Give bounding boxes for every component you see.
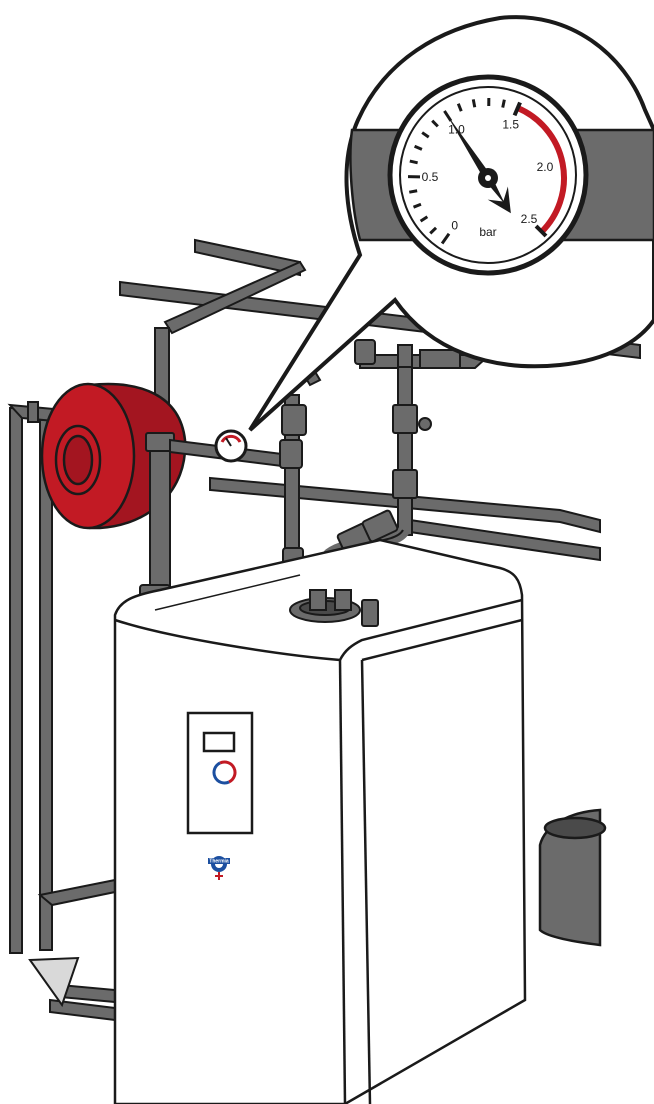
- gauge-tick: [473, 99, 474, 107]
- gauge-unit-label: bar: [479, 225, 496, 239]
- gauge-tick: [503, 100, 505, 108]
- tick-label-0: 0: [451, 219, 458, 233]
- heat-pump-cabinet: [115, 540, 525, 1104]
- tick-label-1-5: 1.5: [502, 118, 519, 132]
- tick-label-2-5: 2.5: [521, 212, 538, 226]
- gauge-tick: [410, 161, 418, 163]
- gauge-tick: [409, 191, 417, 192]
- tick-label-2-0: 2.0: [537, 160, 554, 174]
- side-tank: [540, 810, 605, 945]
- control-panel: [188, 713, 252, 833]
- brand-logo-text: Thermia: [209, 859, 229, 865]
- tick-label-0-5: 0.5: [422, 170, 439, 184]
- small-pressure-gauge: [216, 431, 246, 461]
